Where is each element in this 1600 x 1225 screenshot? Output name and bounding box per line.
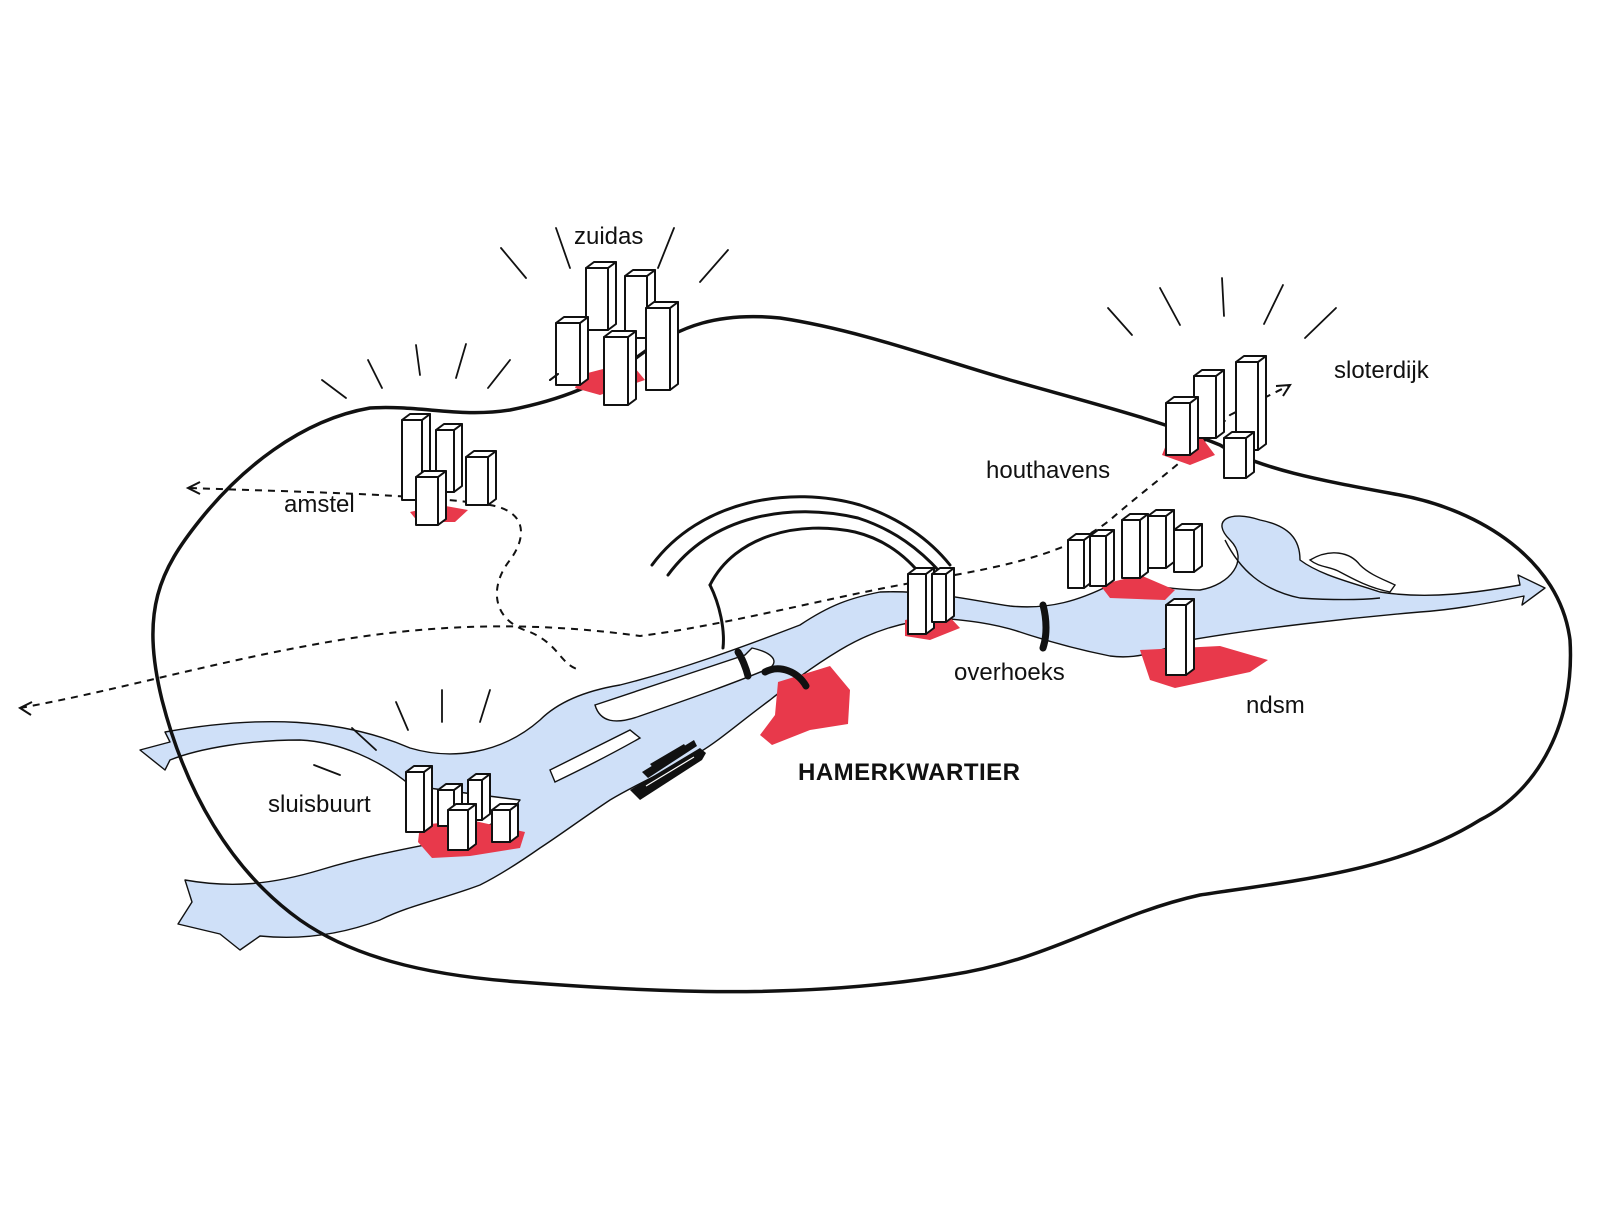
arch-leg	[708, 583, 725, 650]
ship-icon	[630, 740, 706, 800]
dashed-routes	[17, 383, 1292, 716]
tower-sluisbuurt-1	[405, 765, 433, 833]
arches	[650, 495, 952, 650]
arch-middle	[666, 510, 942, 577]
tower-amstel-4	[415, 470, 447, 526]
tower-overhoeks-1	[907, 567, 935, 635]
labels: zuidas sloterdijk houthavens amstel over…	[268, 223, 1430, 818]
tower-sloterdijk-1	[1193, 369, 1225, 439]
arch-inner	[708, 526, 927, 587]
arrow-head-amstel	[185, 481, 201, 495]
arrow-head-west	[17, 701, 33, 716]
tower-zuidas-1	[585, 261, 617, 331]
river-water	[139, 515, 1546, 951]
tower-houthavens-1	[1067, 533, 1093, 589]
river-inlet	[1224, 539, 1381, 601]
route-amstel	[189, 487, 581, 671]
site-ndsm	[1140, 646, 1268, 688]
tower-ndsm-1	[1165, 598, 1195, 676]
river-pier	[549, 729, 642, 783]
tower-sloterdijk-2	[1235, 355, 1267, 451]
tower-sluisbuurt-5	[491, 803, 519, 843]
tower-sloterdijk-4	[1223, 431, 1255, 479]
tower-sluisbuurt-4	[447, 803, 477, 851]
tower-overhoeks-2	[931, 567, 955, 623]
tower-houthavens-4	[1147, 509, 1175, 569]
label-ndsm: ndsm	[1246, 692, 1305, 719]
label-sluisbuurt: sluisbuurt	[268, 791, 371, 818]
site-hamerkwartier	[760, 666, 850, 745]
ring-road	[151, 314, 1573, 994]
bridge-2	[761, 665, 810, 690]
label-amstel: amstel	[284, 491, 355, 518]
tower-houthavens-2	[1089, 529, 1115, 587]
arrow-head-sloterdijk	[1275, 383, 1292, 397]
ij-river	[139, 515, 1546, 951]
tower-zuidas-4	[645, 301, 679, 391]
bridge-3	[1039, 601, 1050, 652]
river-pier-ndsm	[1308, 552, 1397, 593]
label-zuidas: zuidas	[574, 223, 643, 250]
label-overhoeks: overhoeks	[954, 659, 1065, 686]
label-hamerkwartier: HAMERKWARTIER	[798, 759, 1021, 786]
label-sloterdijk: sloterdijk	[1334, 357, 1430, 384]
tower-zuidas-3	[555, 316, 589, 386]
arch-outer	[650, 495, 952, 567]
tower-zuidas-5	[603, 330, 637, 406]
tower-sloterdijk-3	[1165, 396, 1199, 456]
tower-amstel-3	[465, 450, 497, 506]
tower-houthavens-3	[1121, 513, 1149, 579]
site-houthavens	[1100, 575, 1175, 600]
route-west	[19, 384, 1291, 709]
tower-houthavens-5	[1173, 523, 1203, 573]
rays	[313, 227, 1337, 776]
bridge-1	[734, 648, 752, 680]
tower-zuidas-spacer	[549, 373, 559, 381]
towers	[401, 261, 1267, 851]
bridges	[734, 601, 1050, 690]
label-houthavens: houthavens	[986, 457, 1110, 484]
